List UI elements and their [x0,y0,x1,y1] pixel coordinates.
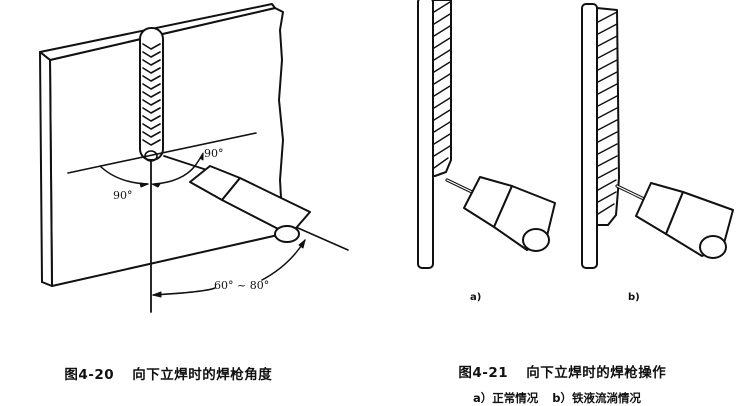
torch-figure-4-21a [445,176,556,252]
arrow-heads-90 [139,152,204,188]
plate-front-face [49,7,284,287]
figure-4-21b-drawing: b) [581,3,734,303]
panel-label-b: b) [628,292,640,303]
figure-4-20-drawing: 90° 90° 60° ~ 80° [39,3,349,313]
figure-4-21-subcaptions: a）正常情况 b）铁液流淌情况 [465,376,641,406]
plate-left-edge [39,51,53,287]
plate-b [581,3,598,269]
caption-title: 向下立焊时的焊枪角度 [132,367,273,383]
subcaption-a: a）正常情况 [473,391,539,405]
torch-figure-4-21b [615,182,734,259]
torch-figure-4-20 [163,155,349,251]
arrow-heads-60-80 [152,239,306,298]
angle-label-60-80: 60° ~ 80° [214,279,269,292]
weld-metal-a [432,0,452,177]
caption-number: 图4-20 [64,367,115,383]
hatch-b [597,11,618,215]
caption-number: 图4-21 [458,365,509,381]
figure-4-21a-drawing: a) [417,0,556,303]
caption-title: 向下立焊时的焊枪操作 [526,365,667,381]
hatch-a [433,1,451,169]
subcaption-b: b）铁液流淌情况 [552,391,642,405]
panel-label-a: a) [470,292,481,303]
plate-a [417,0,434,269]
angle-label-90-left: 90° [113,189,133,202]
weld-bead [139,27,164,162]
angle-label-90-right: 90° [204,147,224,160]
figure-4-20-caption: 图4-20 向下立焊时的焊枪角度 [54,347,272,383]
figure-4-21-caption: 图4-21 向下立焊时的焊枪操作 [448,345,666,381]
